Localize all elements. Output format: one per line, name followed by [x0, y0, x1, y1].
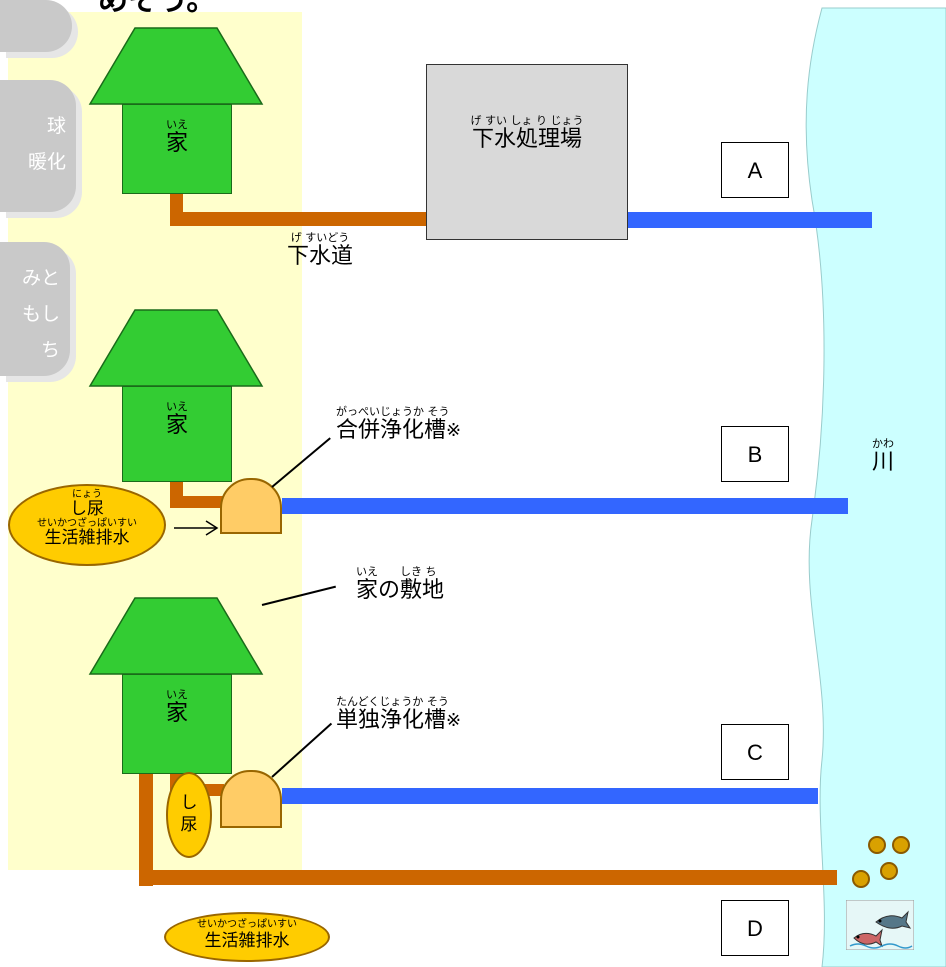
house-1-roof: [88, 27, 264, 105]
sidebar-tab-3[interactable]: みと もし ち: [0, 242, 70, 376]
river-label: かわ 川: [868, 438, 898, 476]
lot-label: いえ しき ち 家の敷地: [356, 566, 486, 604]
box-a: A: [721, 142, 789, 198]
plant-text: 下水処理場: [471, 127, 582, 152]
box-d: D: [721, 900, 789, 956]
waste-d-gray-ruby: せいかつざっぱいすい: [197, 919, 297, 930]
waste-b-gray: 生活雑排水: [44, 528, 130, 548]
pollution-dot-2: [892, 836, 910, 854]
sidebar-tab-2[interactable]: 球 暖化: [0, 80, 76, 212]
treatment-plant: げ すい しょ り じょう 下水処理場: [426, 64, 628, 240]
lot-text: 家の敷地: [356, 578, 445, 603]
pollution-dot-3: [852, 870, 870, 888]
sidebar-tab-2-line-2: 暖化: [27, 151, 66, 173]
waste-d-ellipse: せいかつざっぱいすい 生活雑排水: [164, 912, 330, 962]
house-2-label: 家: [165, 413, 188, 438]
combined-tank-text: 合併浄化槽: [336, 418, 447, 443]
waste-c-urine-top: し: [180, 793, 198, 813]
plant-ruby: げ すい しょ り じょう: [470, 114, 584, 127]
sewer-ruby: げ すいどう: [290, 231, 350, 244]
waste-b-gray-ruby: せいかつざっぱいすい: [37, 518, 137, 529]
single-septic-tank: [220, 770, 282, 828]
river-text: 川: [871, 450, 894, 475]
gray-water-pipe-d: [139, 870, 837, 885]
sidebar-tab-3-line-2: もし: [21, 303, 60, 325]
pipe-a-outflow: [628, 212, 872, 228]
waste-b-ellipse: にょう し尿 せいかつざっぱいすい 生活雑排水: [8, 484, 166, 566]
sidebar-tab-3-line-3: ち: [40, 339, 60, 361]
single-tank-text: 単独浄化槽: [336, 708, 447, 733]
sewer-text: 下水道: [286, 244, 353, 269]
combined-tank-mark: ※: [446, 420, 462, 441]
house-3-label: 家: [165, 701, 188, 726]
lot-ruby: いえ しき ち: [356, 565, 437, 578]
waste-d-gray: 生活雑排水: [204, 931, 290, 951]
pollution-dot-4: [880, 862, 898, 880]
single-tank-ruby: たんどくじょうか そう: [336, 695, 449, 708]
waste-c-urine-ellipse: し 尿: [166, 772, 212, 858]
house-1: いえ 家: [122, 104, 232, 194]
house-3-roof: [88, 597, 264, 675]
waste-b-urine-ruby: にょう: [72, 489, 102, 500]
house-1-label: 家: [165, 131, 188, 156]
sewer-pipe: [170, 212, 428, 226]
sewer-label: げ すいどう 下水道: [270, 232, 370, 270]
pipe-b-outflow: [282, 498, 848, 514]
house-3-ruby: いえ: [166, 688, 188, 701]
combined-tank-label: がっぺいじょうか そう 合併浄化槽※: [336, 406, 504, 444]
house-1-ruby: いえ: [166, 118, 188, 131]
house-2-roof: [88, 309, 264, 387]
box-b: B: [721, 426, 789, 482]
waste-b-arrow: [174, 520, 219, 536]
dead-fish-icon: [846, 900, 914, 950]
sidebar-tab-2-line-1: 球: [46, 115, 66, 137]
combined-tank-ruby: がっぺいじょうか そう: [336, 405, 450, 418]
house-3-gray-drain-pipe: [139, 774, 153, 886]
pollution-dot-1: [868, 836, 886, 854]
house-2: いえ 家: [122, 386, 232, 482]
box-c: C: [721, 724, 789, 780]
sidebar-tab-3-line-1: みと: [21, 267, 60, 289]
waste-b-urine: し尿: [70, 499, 104, 519]
house-2-to-tank-pipe: [170, 496, 224, 508]
house-2-ruby: いえ: [166, 400, 188, 413]
single-tank-label: たんどくじょうか そう 単独浄化槽※: [336, 696, 504, 734]
waste-c-urine-bottom: 尿: [180, 815, 198, 835]
sidebar-tab-1[interactable]: [0, 0, 72, 52]
river-ruby: かわ: [872, 437, 894, 450]
house-3: いえ 家: [122, 674, 232, 774]
single-tank-mark: ※: [446, 710, 462, 731]
pipe-c-outflow: [282, 788, 818, 804]
top-text-fragment: めそう。: [98, 0, 217, 18]
